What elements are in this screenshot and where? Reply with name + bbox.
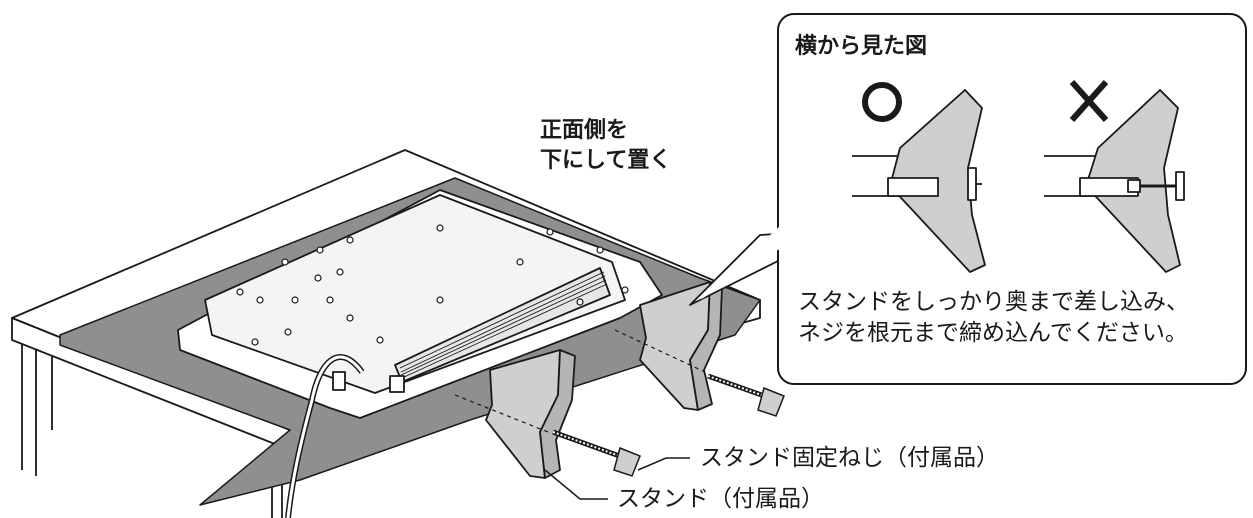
correct-mark-icon: [862, 82, 902, 122]
side-view-wrong: [1044, 89, 1185, 273]
stand-callout-label: スタンド（付属品）: [617, 486, 824, 512]
side-view-correct: [852, 89, 986, 273]
inset-panel: [689, 13, 1247, 385]
inset-instruction-line2: ネジを根元まで締め込んでください。: [798, 320, 1188, 346]
inset-title: 横から見た図: [795, 34, 928, 59]
inset-instruction: スタンドをしっかり奥まで差し込み、 ネジを根元まで締め込んでください。: [798, 287, 1189, 349]
screw-leader: [637, 457, 690, 471]
placement-note-line1: 正面側を: [540, 118, 629, 143]
inset-instruction-line1: スタンドをしっかり奥まで差し込み、: [798, 289, 1189, 315]
stand-leader: [544, 469, 608, 500]
stand-rear: [639, 281, 723, 411]
stand-screw-front: [552, 429, 641, 477]
tv-back: [177, 189, 663, 419]
stand-screw-rear: [707, 373, 785, 417]
stand-front: [485, 349, 576, 479]
screw-callout-label: スタンド固定ねじ（付属品）: [700, 445, 999, 471]
wrong-mark-icon: [1069, 79, 1109, 123]
placement-note: 正面側を 下にして置く: [540, 116, 671, 176]
placement-note-line2: 下にして置く: [540, 148, 672, 173]
